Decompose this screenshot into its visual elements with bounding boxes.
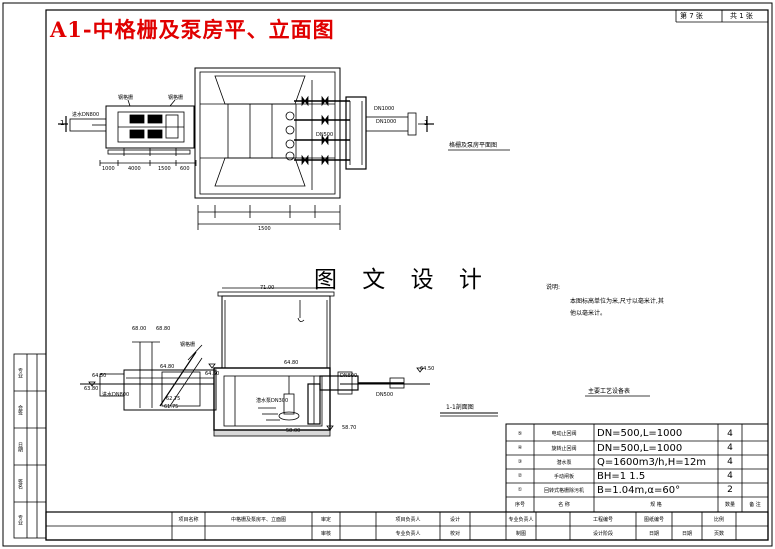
elev-9: 58.70	[342, 425, 357, 431]
strip-label-1: 会签	[17, 404, 23, 415]
tb-cell-2: 设计	[449, 516, 460, 523]
row4-no: ④	[517, 445, 523, 451]
tb-cell-7: 制图	[515, 530, 526, 537]
section-title: 1-1剖面图	[446, 404, 474, 411]
head-spec: 规 格	[650, 502, 662, 508]
sec-label-dn500: DN500	[376, 392, 394, 398]
elev-6: 64.50	[205, 371, 220, 377]
section-mark-left: 1	[60, 119, 65, 127]
watermark-text: 图 文 设 计	[314, 267, 491, 293]
screen-label-2: 钢格栅	[168, 95, 184, 101]
tb-cell-0: 审定	[320, 516, 331, 523]
sec-label-pump: 潜水泵DN300	[256, 398, 289, 404]
screen-label-1: 钢格栅	[118, 95, 134, 101]
title-block-lines	[45, 511, 769, 541]
strip-label-3: 签名	[17, 478, 23, 489]
elev-5: 64.50	[92, 373, 107, 379]
tb-cell-6: 专业负责人	[508, 516, 534, 523]
elev-1: 68.00	[132, 326, 147, 332]
notes-heading: 说明:	[546, 284, 561, 291]
outlet-pipe-label-2: DN1000	[376, 119, 397, 125]
notes-line-2: 他以毫米计。	[570, 310, 607, 317]
head-name: 名 称	[558, 502, 570, 508]
row1-spec: B=1.04m,α=60°	[597, 484, 681, 496]
row5-qty: 4	[727, 428, 733, 439]
elev-12: 61.75	[164, 404, 179, 410]
row4-qty: 4	[727, 443, 733, 453]
row1-qty: 2	[727, 485, 733, 495]
sec-label-screen: 钢格栅	[180, 342, 196, 348]
tb-cell-13: 日期	[681, 530, 692, 537]
plan-dim-1: 1000	[102, 166, 115, 172]
plan-dim-5: 1500	[258, 226, 271, 232]
sec-label-dn800: DN800	[340, 373, 358, 379]
tb-cell-8: 工程编号	[592, 516, 613, 523]
equipment-table-lines	[505, 395, 769, 513]
tb-cell-9: 图纸编号	[643, 516, 664, 523]
strip-label-2: 日期	[17, 441, 23, 452]
row2-name: 手动闸板	[553, 473, 574, 480]
section-mark-right: 1	[424, 119, 429, 127]
outlet-pipe-label: DN1000	[374, 106, 395, 112]
tb-drawing-name: 中格栅及泵房平、立面图	[230, 516, 286, 523]
plan-dim-4: 600	[180, 166, 190, 172]
strip-label-0: 专业	[17, 367, 23, 378]
equipment-table-title: 主要工艺设备表	[588, 388, 631, 395]
elev-8: 64.50	[420, 366, 435, 372]
tb-cell-1: 项目负责人	[395, 516, 421, 523]
row1-name: 回转式格栅除污机	[543, 487, 584, 494]
row2-spec: BH=1 1.5	[597, 470, 646, 482]
head-qty: 数量	[724, 502, 735, 508]
elev-4: 64.80	[284, 360, 299, 366]
tb-cell-3: 审核	[320, 530, 331, 537]
section-view	[80, 287, 498, 437]
drawing-title: A1-中格栅及泵房平、立面图	[50, 17, 335, 42]
tb-cell-14: 页数	[713, 530, 724, 537]
row5-spec: DN=500,L=1000	[597, 428, 683, 439]
elev-roof: 71.00	[260, 285, 275, 291]
row4-name: 旋转止回阀	[551, 445, 577, 452]
sec-label-inlet: 进水DN800	[102, 392, 130, 398]
plan-dim-3: 1500	[158, 166, 171, 172]
plan-dim-2: 4000	[128, 166, 141, 172]
row1-no: ①	[517, 487, 523, 493]
elev-10: 62.75	[166, 396, 181, 402]
elev-11: 58.00	[286, 428, 301, 434]
inlet-pipe-label: 进水DN800	[72, 112, 100, 118]
row2-qty: 4	[727, 471, 733, 481]
head-no: 序号	[514, 502, 525, 508]
tb-cell-5: 校对	[449, 530, 460, 537]
row3-no: ③	[517, 459, 523, 465]
elev-3: 64.80	[160, 364, 175, 370]
elev-2: 68.80	[156, 326, 171, 332]
sheet-number: 第 7 张	[680, 12, 703, 20]
row5-name: 电动止回阀	[551, 431, 577, 437]
sheet-total: 共 1 张	[730, 12, 753, 20]
notes-line-1: 本图标高单位为米,尺寸以毫米计,其	[570, 298, 664, 305]
plan-title: 格栅及泵房平面图	[449, 142, 498, 149]
tb-cell-10: 比例	[713, 516, 724, 523]
strip-label-4: 专业	[17, 515, 23, 525]
tb-cell-12: 日期	[648, 530, 659, 537]
tb-cell-4: 专业负责人	[395, 530, 421, 537]
mid-pipe-label: DN500	[316, 132, 334, 138]
row4-spec: DN=500,L=1000	[597, 442, 683, 454]
row5-no: ⑤	[517, 430, 523, 437]
tb-project-label: 项目名称	[178, 516, 199, 523]
row2-no: ②	[517, 473, 523, 479]
row3-spec: Q=1600m3/h,H=12m	[597, 456, 707, 468]
row3-name: 潜水泵	[556, 459, 572, 466]
row3-qty: 4	[727, 457, 733, 467]
tb-cell-11: 设计阶段	[592, 530, 613, 537]
plan-view	[58, 67, 510, 230]
head-remark: 备 注	[749, 502, 761, 508]
elev-7: 63.80	[84, 386, 99, 392]
